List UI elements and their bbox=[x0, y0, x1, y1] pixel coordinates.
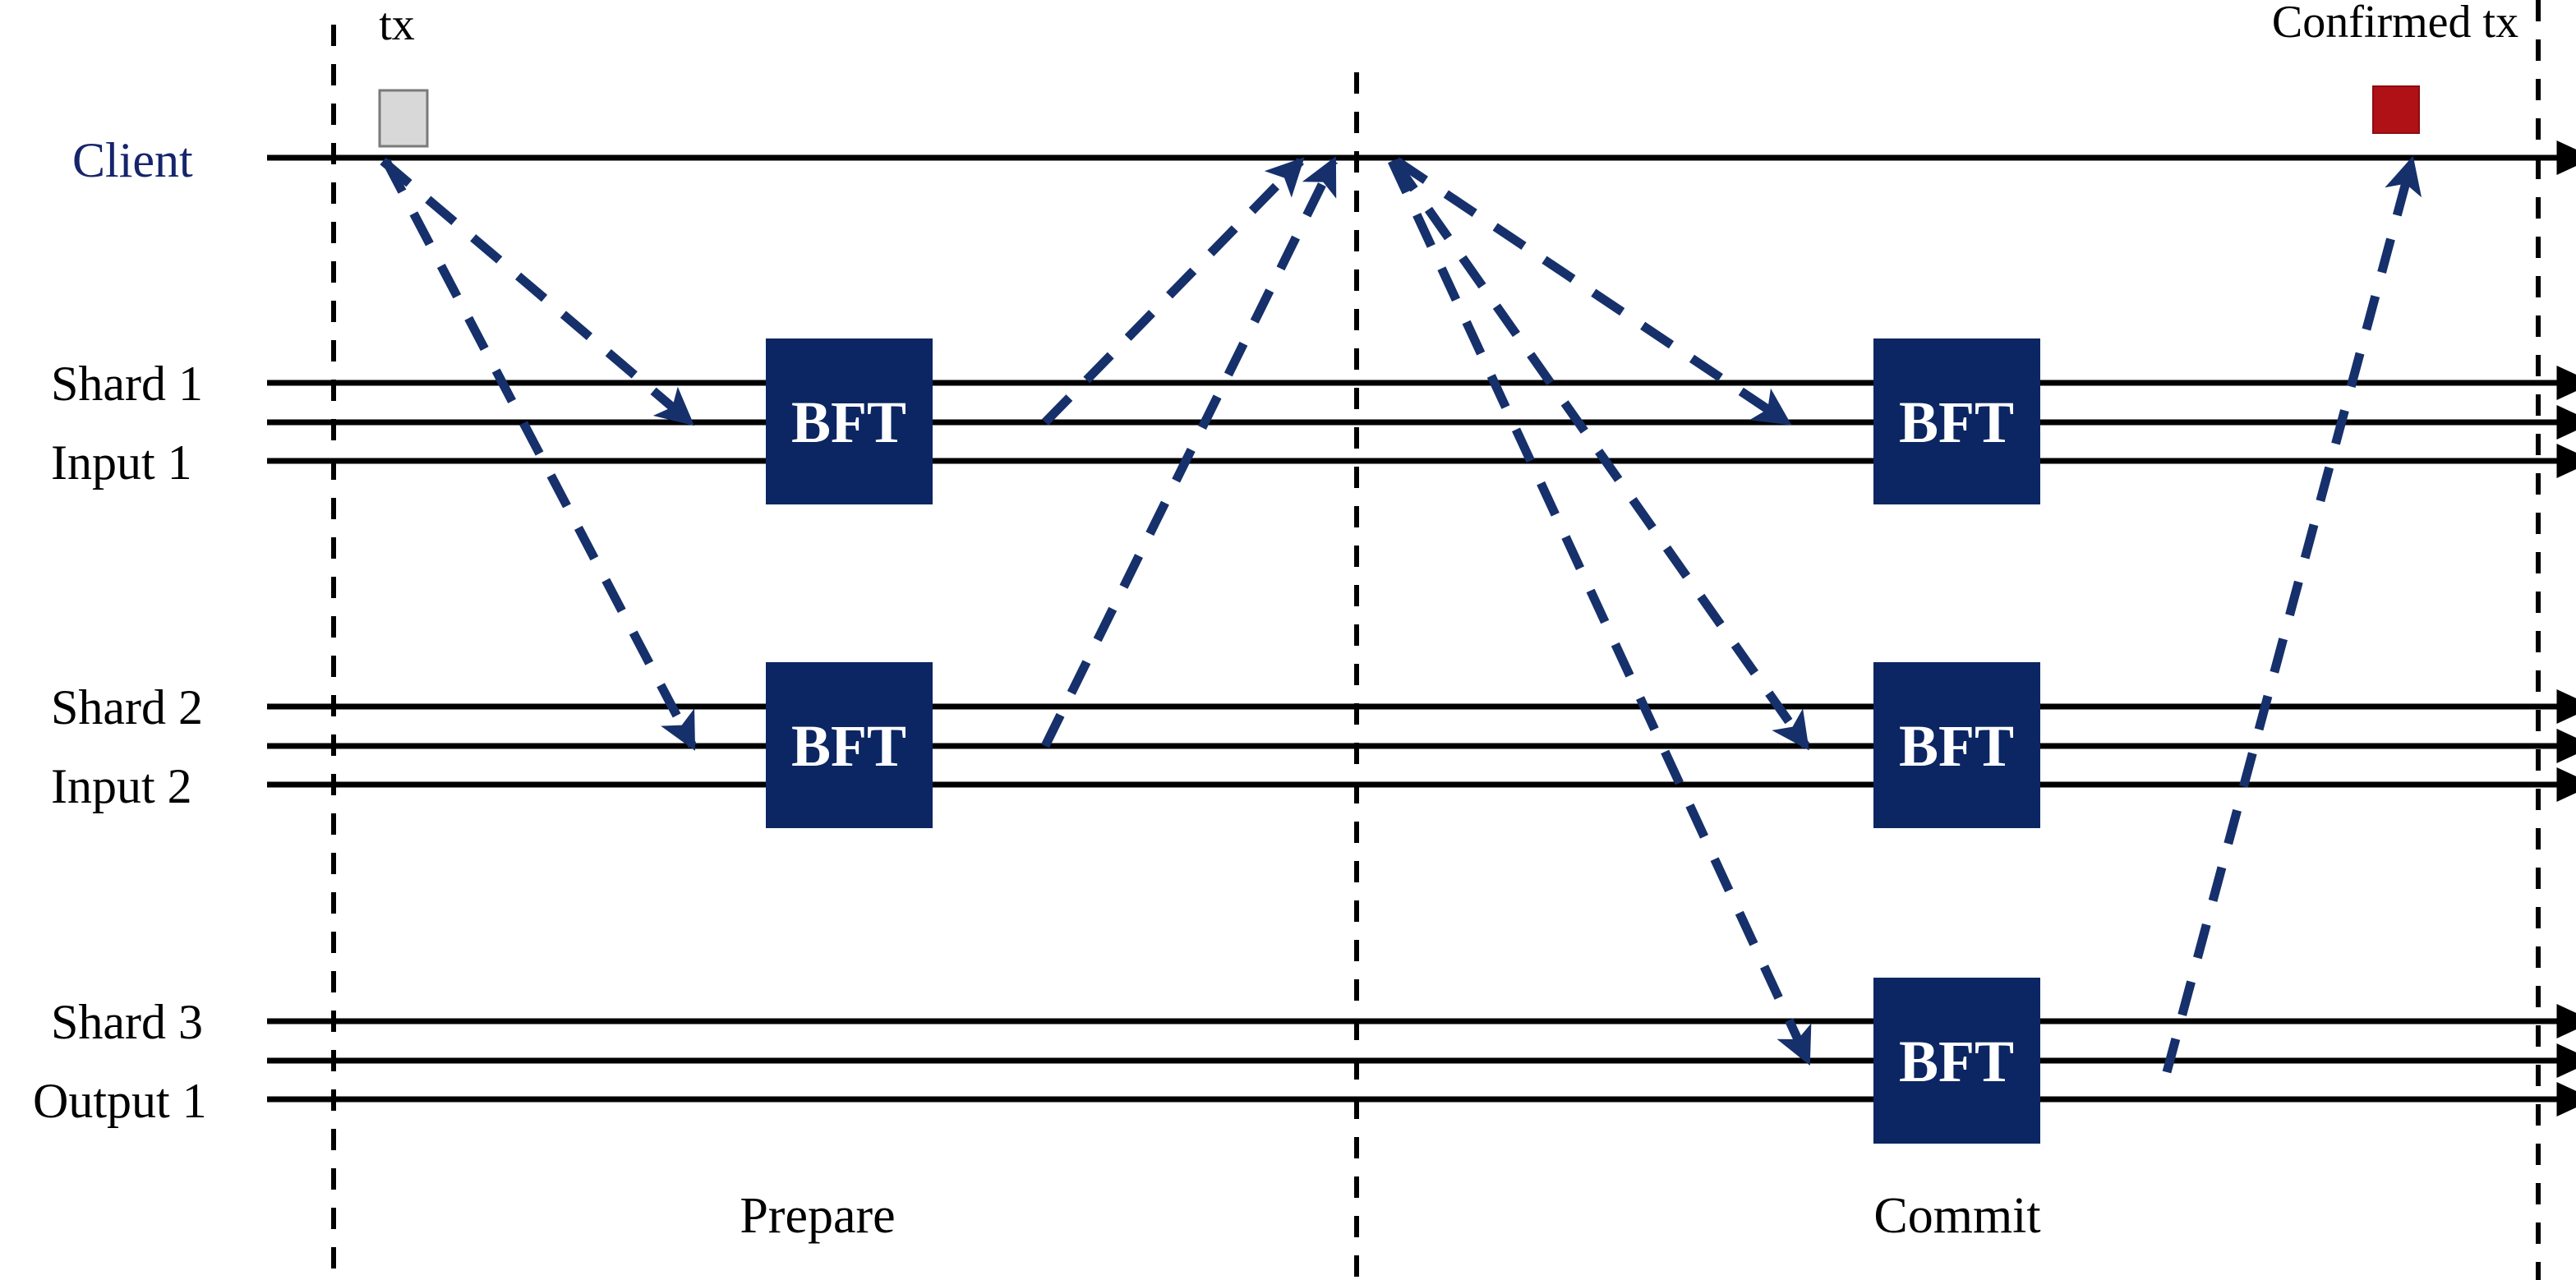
arrow-client-to-shard2-commit bbox=[1390, 158, 1810, 751]
lane-label-client: Client bbox=[72, 133, 193, 187]
bft-shard2-prepare[interactable]: BFT bbox=[766, 662, 933, 828]
bft-shard2-prepare-label: BFT bbox=[791, 713, 906, 779]
tx-marker: tx bbox=[378, 0, 429, 148]
lane-shard2 bbox=[267, 689, 2576, 802]
lane-shard1 bbox=[267, 366, 2576, 478]
tx-marker-label: tx bbox=[379, 0, 415, 50]
arrow-client-to-shard2-prepare bbox=[382, 159, 697, 751]
arrow-shard2-to-client-prepared bbox=[1041, 156, 1338, 748]
phase-label-prepare: Prepare bbox=[740, 1188, 895, 1244]
arrow-shard1-to-client-prepared bbox=[1042, 157, 1305, 426]
bft-shard1-commit-label: BFT bbox=[1899, 389, 2014, 455]
confirmed-tx-marker: Confirmed tx bbox=[2272, 0, 2518, 134]
bft-shard1-prepare[interactable]: BFT bbox=[766, 338, 933, 504]
bft-shard3-commit-box[interactable] bbox=[1873, 978, 2040, 1144]
lane-label-shard2: Shard 2 bbox=[51, 680, 203, 734]
bft-shard1-commit-box[interactable] bbox=[1873, 338, 2040, 504]
lane-sublabel-output1: Output 1 bbox=[33, 1074, 207, 1128]
bft-shard1-prepare-box[interactable] bbox=[766, 338, 933, 504]
bft-shard1-commit[interactable]: BFT bbox=[1873, 338, 2040, 504]
tx-marker-box bbox=[378, 89, 429, 148]
lane-shard3 bbox=[267, 1004, 2576, 1117]
bft-shard2-prepare-box[interactable] bbox=[766, 662, 933, 828]
bft-shard1-prepare-label: BFT bbox=[791, 389, 906, 455]
arrow-client-to-shard3-commit bbox=[1388, 159, 1812, 1066]
lane-label-shard3: Shard 3 bbox=[51, 995, 203, 1049]
arrow-client-to-shard1-prepare bbox=[380, 157, 695, 426]
lane-sublabel-input1: Input 1 bbox=[51, 435, 192, 490]
phase-labels: Prepare Commit bbox=[740, 1188, 2040, 1244]
lane-label-shard1: Shard 1 bbox=[51, 357, 203, 411]
confirmed-tx-marker-box bbox=[2372, 85, 2420, 134]
arrow-shard3-to-client-confirmed bbox=[2162, 155, 2422, 1074]
confirmed-tx-marker-label: Confirmed tx bbox=[2272, 0, 2518, 48]
lane-sublabel-input2: Input 2 bbox=[51, 759, 192, 813]
bft-shard3-commit[interactable]: BFT bbox=[1873, 978, 2040, 1144]
arrow-client-to-shard1-commit bbox=[1394, 157, 1792, 426]
phase-dividers bbox=[331, 0, 2541, 1280]
bft-shard2-commit[interactable]: BFT bbox=[1873, 662, 2040, 828]
message-arrows bbox=[380, 155, 2422, 1074]
bft-shard2-commit-box[interactable] bbox=[1873, 662, 2040, 828]
phase-label-commit: Commit bbox=[1873, 1188, 2040, 1244]
bft-shard2-commit-label: BFT bbox=[1899, 713, 2014, 779]
bft-shard3-commit-label: BFT bbox=[1899, 1029, 2014, 1094]
bft-boxes: BFT BFT BFT BFT BFT bbox=[766, 338, 2040, 1144]
lane-labels: Client Shard 1 Input 1 Shard 2 Input 2 S… bbox=[33, 133, 207, 1128]
